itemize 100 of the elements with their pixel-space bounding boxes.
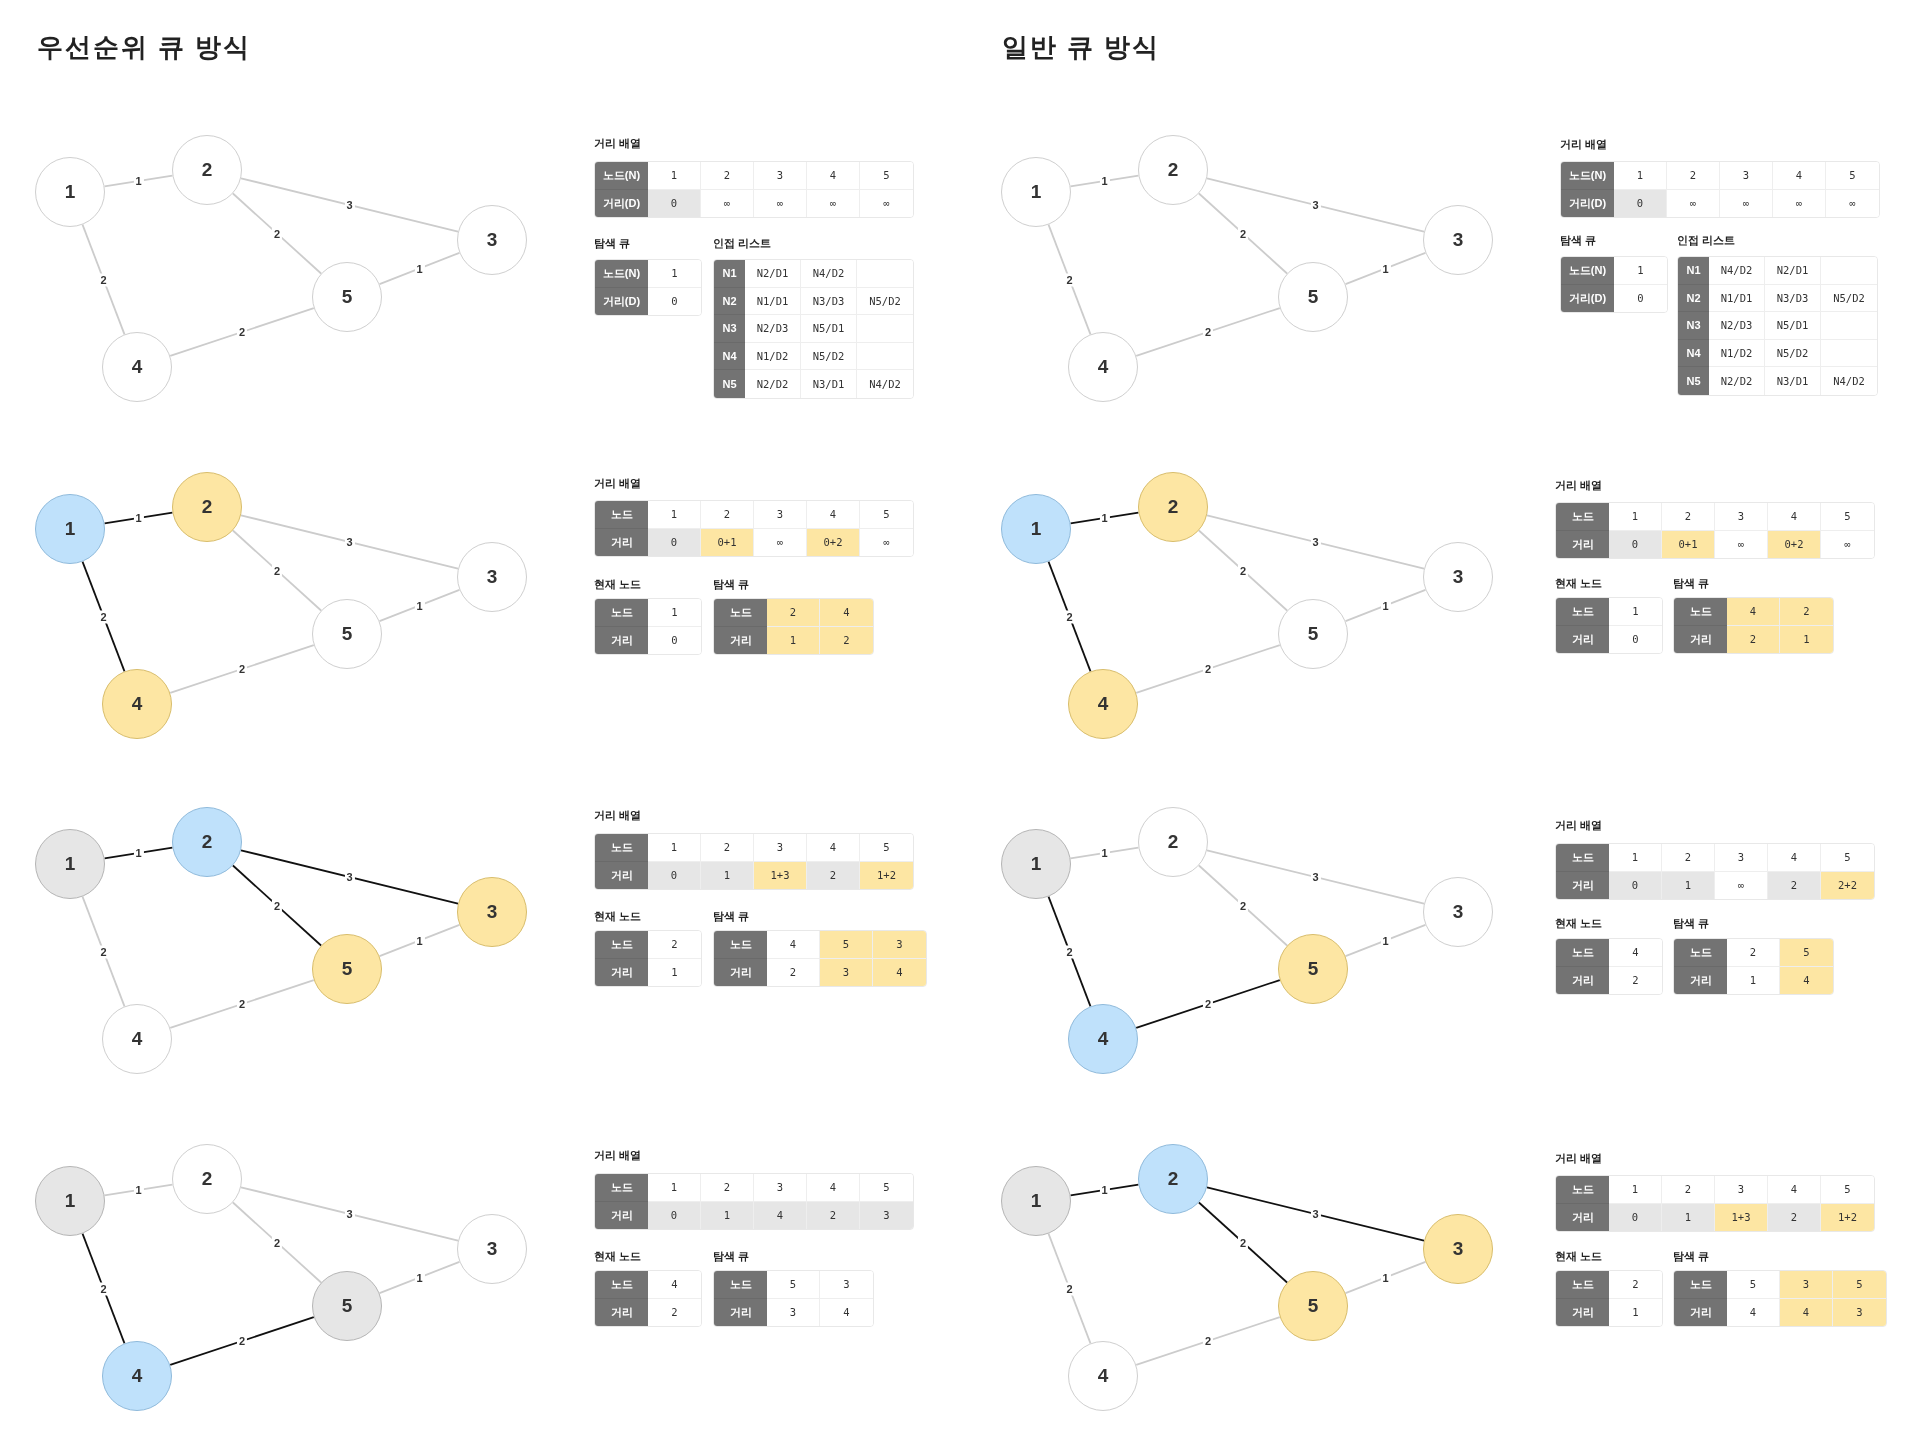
edge-label: 1: [1099, 1183, 1110, 1197]
table-title: 현재 노드: [1555, 916, 1603, 930]
edge-label: 2: [1202, 662, 1214, 676]
table-cell: 2: [1667, 162, 1720, 190]
table-cell: 3: [860, 1201, 913, 1229]
section-heading: 일반 큐 방식: [1002, 31, 1161, 63]
header-cell: 노드: [595, 1271, 648, 1299]
table-title: 인접 리스트: [1677, 233, 1736, 247]
graph-node: 4: [1068, 332, 1138, 402]
table-cell: 2+2: [1821, 871, 1874, 899]
table-cell: 4: [1768, 844, 1821, 872]
table-cell: 1: [701, 861, 754, 889]
graph-edge: [1047, 560, 1092, 673]
graph-edge: [169, 979, 315, 1029]
graph-node: 5: [1278, 599, 1348, 669]
table-title: 거리 배열: [594, 1148, 642, 1162]
graph-edge: [1047, 895, 1092, 1008]
table-title: 거리 배열: [594, 136, 642, 150]
edge-label: 2: [271, 899, 283, 912]
edge-label: 2: [98, 1282, 109, 1295]
edge-label: 2: [236, 997, 248, 1011]
table-cell: 3: [754, 162, 807, 190]
table-title: 현재 노드: [594, 909, 642, 923]
edge-label: 2: [1064, 273, 1075, 286]
table-cell: 1+2: [860, 861, 913, 889]
table-cell: 4: [820, 599, 873, 627]
header-cell: 노드: [714, 599, 767, 627]
graph-node: 4: [102, 1341, 172, 1411]
edge-label: 3: [344, 870, 355, 884]
header-cell: 거리: [595, 1201, 648, 1229]
header-cell: 거리: [595, 528, 648, 556]
header-cell: N5: [714, 370, 745, 398]
table-cell: 1+3: [1715, 1203, 1768, 1231]
header-cell: 노드: [1674, 598, 1727, 626]
graph-edge: [232, 864, 322, 947]
graph-node: 3: [457, 877, 527, 947]
table-cell: 4: [648, 1271, 701, 1299]
header-cell: 노드(N): [595, 260, 648, 288]
graph-edge: [232, 529, 322, 612]
table-title: 거리 배열: [1555, 818, 1603, 832]
table-cell: 0: [1609, 1203, 1662, 1231]
graph-node: 2: [1138, 472, 1208, 542]
table-cell: 2: [1727, 625, 1780, 653]
graph-edge: [81, 895, 126, 1008]
table-title: 현재 노드: [1555, 1249, 1603, 1263]
edge-label: 3: [344, 198, 355, 212]
header-cell: 노드(N): [1561, 162, 1614, 190]
header-cell: 거리: [1556, 530, 1609, 558]
graph-node: 3: [457, 1214, 527, 1284]
graph-edge: [1206, 1186, 1425, 1242]
table-cell: N4/D2: [1709, 257, 1765, 285]
header-cell: 노드: [714, 931, 767, 959]
edge-label: 1: [133, 846, 144, 860]
graph-edge: [1047, 1232, 1092, 1345]
header-cell: 거리: [1556, 625, 1609, 653]
table-cell: 3: [1780, 1271, 1833, 1299]
table-cell: 5: [1826, 162, 1879, 190]
header-cell: 거리(D): [595, 189, 648, 217]
table-title: 탐색 큐: [1673, 576, 1710, 590]
graph-node: 5: [1278, 262, 1348, 332]
edge-label: 2: [236, 1334, 248, 1348]
graph-edge: [378, 923, 461, 958]
graph-edge: [1069, 1183, 1140, 1197]
table-title: 탐색 큐: [713, 1249, 750, 1263]
header-cell: 거리(D): [1561, 284, 1614, 312]
table-cell: 0+1: [1662, 530, 1715, 558]
edge-label: 3: [1310, 1207, 1321, 1221]
header-cell: N3: [714, 315, 745, 343]
table-cell: 5: [1780, 939, 1833, 967]
table-title: 거리 배열: [1555, 478, 1603, 492]
edge-label: 2: [271, 564, 283, 577]
header-cell: 거리: [1674, 625, 1727, 653]
graph-node: 3: [457, 205, 527, 275]
graph-edge: [1344, 1260, 1427, 1295]
table-cell: 3: [820, 958, 873, 986]
table-title: 탐색 큐: [1560, 233, 1597, 247]
table-cell: 5: [1821, 503, 1874, 531]
table-cell: 1: [701, 1201, 754, 1229]
graph-edge: [1069, 174, 1140, 188]
header-cell: 거리: [595, 1298, 648, 1326]
graph-edge: [1344, 251, 1427, 286]
graph-edge: [378, 588, 461, 623]
graph-edge: [1206, 514, 1425, 570]
table-cell: 0: [648, 1201, 701, 1229]
edge-label: 3: [344, 535, 355, 549]
graph-edge: [103, 511, 174, 525]
table-cell: 2: [1662, 503, 1715, 531]
graph-node: 4: [1068, 1341, 1138, 1411]
graph-edge: [169, 307, 315, 357]
table-cell: 4: [807, 162, 860, 190]
graph-node: 1: [35, 157, 105, 227]
graph-node: 5: [312, 934, 382, 1004]
header-cell: 거리: [595, 861, 648, 889]
header-cell: 거리(D): [595, 287, 648, 315]
header-cell: 노드: [1674, 939, 1727, 967]
header-cell: 노드: [1556, 939, 1609, 967]
edge-label: 2: [1237, 564, 1249, 577]
table-cell: 2: [701, 834, 754, 862]
table-cell: 1: [648, 260, 701, 288]
table-cell: 4: [1727, 598, 1780, 626]
